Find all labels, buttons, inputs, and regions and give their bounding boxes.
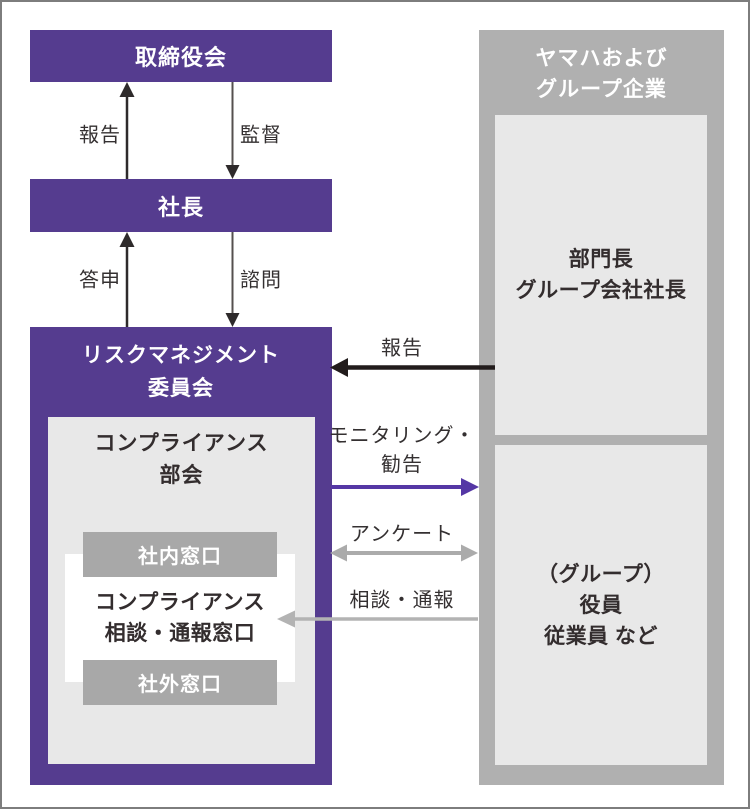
node-board-of-directors: 取締役会	[30, 30, 332, 82]
node-board-label: 取締役会	[134, 45, 227, 70]
arrow-survey-icon	[330, 544, 478, 562]
arrow-supervise-down-icon	[225, 82, 240, 179]
division-heads-line1: 部門長	[568, 248, 634, 271]
edge-label-supervise: 監督	[240, 124, 282, 147]
edge-label-survey: アンケート	[349, 523, 455, 546]
yamaha-group-title: ヤマハおよび グループ企業	[479, 43, 724, 105]
edge-label-consult: 諮問	[240, 269, 282, 292]
risk-committee-line2: 委員会	[148, 377, 214, 400]
edge-label-monitoring: モニタリング・ 勧告	[329, 422, 476, 480]
arrow-report-up-icon	[119, 82, 135, 179]
arrow-consult-down-icon	[225, 232, 240, 327]
yamaha-group-line1: ヤマハおよび	[535, 47, 668, 70]
node-external-desk: 社外窓口	[83, 660, 277, 705]
group-members-line2: 役員	[579, 593, 623, 617]
group-members-line3: 従業員 など	[544, 624, 658, 648]
group-members-line1: （グループ）	[537, 562, 665, 586]
internal-desk-label: 社内窓口	[138, 546, 222, 568]
edge-label-group-report: 報告	[381, 337, 423, 360]
arrow-reply-up-icon	[119, 232, 135, 327]
compliance-desk-line2: 相談・通報窓口	[104, 622, 256, 645]
node-president: 社長	[30, 179, 332, 232]
edge-label-monitoring-line1: モニタリング・	[328, 425, 476, 447]
yamaha-group-line2: グループ企業	[536, 78, 667, 101]
node-group-members: （グループ） 役員 従業員 など	[495, 445, 707, 765]
edge-label-reply: 答申	[79, 269, 121, 292]
arrow-group-report-icon	[330, 358, 495, 377]
compliance-subcommittee-line2: 部会	[159, 464, 204, 487]
compliance-desk-line1: コンプライアンス	[94, 591, 266, 614]
compliance-subcommittee-line1: コンプライアンス	[94, 432, 269, 455]
node-president-label: 社長	[157, 194, 204, 220]
risk-committee-line1: リスクマネジメント	[82, 344, 280, 367]
node-internal-desk: 社内窓口	[83, 532, 277, 577]
risk-committee-title: リスクマネジメント 委員会	[30, 339, 332, 405]
edge-label-consult-report: 相談・通報	[349, 589, 455, 612]
edge-label-report-up: 報告	[79, 124, 121, 147]
arrow-monitoring-icon	[331, 478, 479, 496]
node-division-heads: 部門長 グループ会社社長	[495, 115, 707, 435]
external-desk-label: 社外窓口	[138, 674, 222, 696]
edge-label-monitoring-line2: 勧告	[381, 454, 423, 476]
division-heads-line2: グループ会社社長	[515, 279, 687, 302]
